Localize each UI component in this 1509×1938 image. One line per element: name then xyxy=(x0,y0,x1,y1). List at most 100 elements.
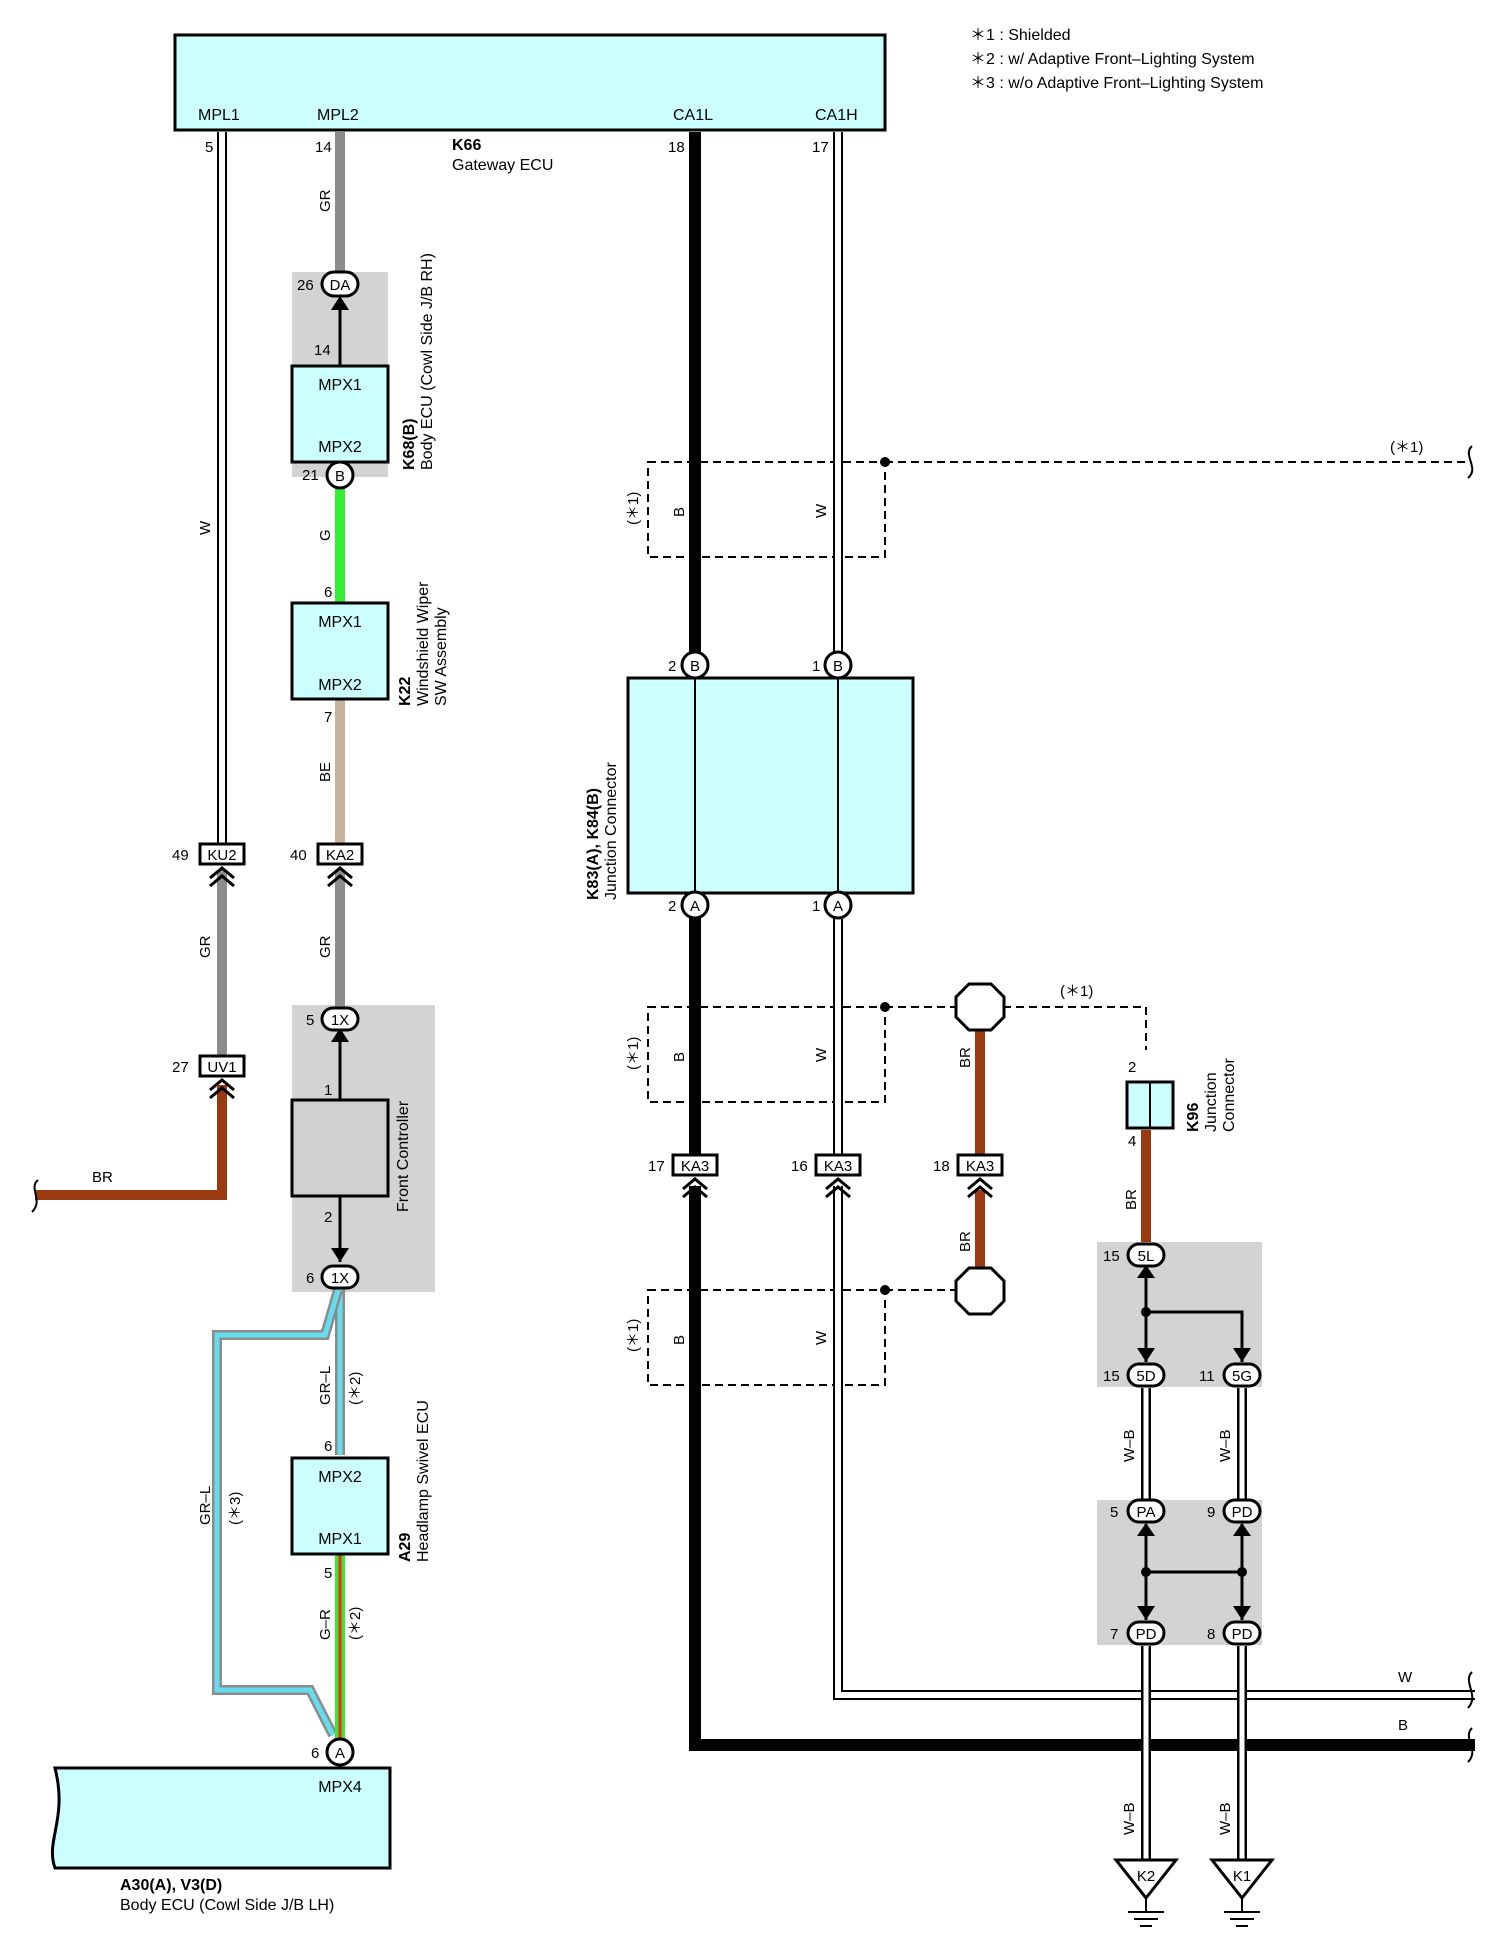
mark-shield-2: (＊1) xyxy=(625,1037,642,1070)
note-shielded: ＊1 : Shielded xyxy=(970,27,1071,44)
body-ecu-rh-mpx1: MPX1 xyxy=(318,377,362,394)
junction-k96-pin-bottom: 4 xyxy=(1128,1133,1136,1150)
headlamp-box xyxy=(290,1456,390,1556)
connector-ka2: KA2 xyxy=(316,842,364,888)
ground-k2: K2 xyxy=(1112,1858,1180,1927)
wire-color-gr-ku2: GR xyxy=(197,935,214,958)
gateway-pin-17: 17 xyxy=(812,139,829,156)
ka3-b-pin: 17 xyxy=(648,1158,665,1175)
gateway-name: Gateway ECU xyxy=(452,157,553,174)
connector-5d-label: 5D xyxy=(1136,1368,1155,1385)
ground-k1-label: K1 xyxy=(1233,1868,1251,1885)
headlamp-pin-top: 6 xyxy=(324,1438,332,1455)
arrow-pd-down-2 xyxy=(1233,1606,1251,1620)
body-ecu-rh-pin-bottom: 21 xyxy=(302,467,319,484)
conn-a-right-pin: 1 xyxy=(812,898,820,915)
wire-color-w-1: W xyxy=(813,503,830,518)
gateway-pin-5: 5 xyxy=(205,139,213,156)
connector-ku2: KU2 xyxy=(198,842,246,888)
junction-main-id: K83(A), K84(B) xyxy=(585,788,602,900)
connector-uv1: UV1 xyxy=(198,1054,246,1100)
connector-5l-pin: 15 xyxy=(1103,1248,1120,1265)
body-ecu-rh: MPX1 MPX2 14 21 K68(B) Body ECU (Cowl Si… xyxy=(290,253,436,484)
connector-1x-top-label: 1X xyxy=(331,1012,349,1029)
headlamp-name: Headlamp Swivel ECU xyxy=(415,1400,432,1562)
mark-shield-1: (＊1) xyxy=(625,492,642,525)
wire-color-g: G xyxy=(317,529,334,541)
arrow-pd-down-1 xyxy=(1137,1606,1155,1620)
wire-color-wb-1: W–B xyxy=(1121,1429,1138,1462)
body-ecu-rh-box xyxy=(290,364,390,464)
wire-color-wb-2: W–B xyxy=(1217,1429,1234,1462)
wire-break-w xyxy=(1467,1671,1474,1709)
wiper-mpx2: MPX2 xyxy=(318,677,362,694)
wiper-id: K22 xyxy=(397,677,414,706)
wire-color-grl-afs: GR–L xyxy=(317,1366,334,1405)
connector-1x-top-pin: 5 xyxy=(306,1012,314,1029)
conn-b-left-pin: 2 xyxy=(668,658,676,675)
body-ecu-lh-mpx4: MPX4 xyxy=(318,1779,362,1796)
junction-k96-pin-top: 2 xyxy=(1128,1059,1136,1076)
gateway-pin-18: 18 xyxy=(668,139,685,156)
conn-b-right-label: B xyxy=(833,658,843,675)
connector-b-body-ecu: B xyxy=(325,460,355,490)
connector-1x-bottom: 1X xyxy=(320,1264,360,1290)
wire-br-left xyxy=(35,1085,227,1200)
mark-afs-upper: (＊2) xyxy=(347,1372,364,1405)
mark-shield-k96: (＊1) xyxy=(1060,983,1093,1000)
connector-a-lh-label: A xyxy=(335,1745,345,1762)
wire-color-b-1: B xyxy=(671,507,688,517)
gateway-pin-ca1l-label: CA1L xyxy=(673,107,713,124)
wiper-mpx1: MPX1 xyxy=(318,614,362,631)
connector-ka3-b: KA3 xyxy=(671,1153,719,1199)
connector-pd-1-pin: 9 xyxy=(1207,1504,1215,1521)
connector-a-junction-right: A xyxy=(823,890,853,920)
ka3-br-pin: 18 xyxy=(933,1158,950,1175)
headlamp-mpx2: MPX2 xyxy=(318,1469,362,1486)
connector-da-label: DA xyxy=(330,277,351,294)
gateway-pin-mpl2-label: MPL2 xyxy=(317,107,359,124)
wire-color-b-2: B xyxy=(671,1052,688,1062)
wire-color-w-2: W xyxy=(813,1047,830,1062)
wire-color-be: BE xyxy=(317,762,334,782)
mark-no-afs: (＊3) xyxy=(227,1492,244,1525)
wire-break-left xyxy=(31,1179,39,1213)
connector-pd-1-label: PD xyxy=(1232,1504,1253,1521)
front-controller: 1 2 Front Controller xyxy=(290,1082,412,1226)
legend-notes: ＊1 : Shielded ＊2 : w/ Adaptive Front–Lig… xyxy=(970,27,1264,92)
wire-color-b-3: B xyxy=(671,1335,688,1345)
conn-b-left-label: B xyxy=(690,658,700,675)
connector-b-label: B xyxy=(335,468,345,485)
connector-5g: 5G xyxy=(1222,1362,1262,1388)
body-ecu-rh-name: Body ECU (Cowl Side J/B RH) xyxy=(419,253,436,470)
front-controller-box xyxy=(290,1098,390,1198)
arrow-5g xyxy=(1233,1348,1251,1362)
mark-shield-top-right: (＊1) xyxy=(1390,439,1423,456)
connector-da: DA xyxy=(320,270,360,298)
body-ecu-lh: MPX4 A30(A), V3(D) Body ECU (Cowl Side J… xyxy=(50,1766,392,1914)
wire-grl-no-afs xyxy=(212,1288,343,1738)
headlamp-mpx1: MPX1 xyxy=(318,1531,362,1548)
connector-pa-pin: 5 xyxy=(1110,1504,1118,1521)
wire-color-br-shield-1: BR xyxy=(957,1047,974,1068)
ka3-w-pin: 16 xyxy=(791,1158,808,1175)
wire-color-gr-mpl2: GR xyxy=(317,189,334,212)
headlamp-pin-bottom: 5 xyxy=(324,1565,332,1582)
shield-ground-top xyxy=(954,982,1006,1032)
junction-k96-name-1: Junction xyxy=(1203,1072,1220,1132)
wire-color-wb-3: W–B xyxy=(1121,1802,1138,1835)
gateway-pin-mpl1-label: MPL1 xyxy=(198,107,240,124)
ground-k2-triangle xyxy=(1112,1858,1180,1901)
wire-ca1l xyxy=(689,132,1475,1751)
wire-ca1h xyxy=(833,132,1475,1700)
wire-break-shield xyxy=(1467,445,1474,479)
connector-pd-3: PD xyxy=(1222,1620,1262,1646)
arrow-5l xyxy=(1137,1265,1155,1278)
junction-k96-name-2: Connector xyxy=(1221,1058,1238,1132)
wire-color-gr-ka2: GR xyxy=(317,935,334,958)
arrow-da xyxy=(331,296,349,310)
arrow-1x-top xyxy=(331,1028,349,1042)
front-controller-pin-bottom: 2 xyxy=(324,1209,332,1226)
wire-color-br-k96: BR xyxy=(1123,1189,1140,1210)
wiper-box xyxy=(290,601,390,701)
